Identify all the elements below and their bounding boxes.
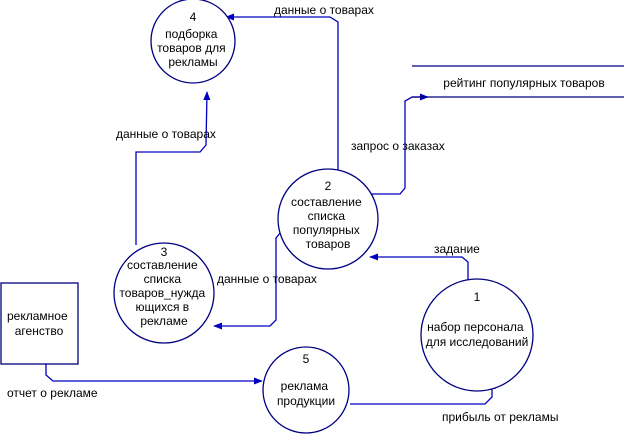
flow-label-2-to-store: запрос о заказах — [351, 139, 445, 153]
process-1-line: набор персонала — [427, 320, 524, 334]
process-3-line: товаров_нужда — [119, 286, 205, 300]
external-entity-line: агенство — [15, 324, 64, 338]
external-entity-box — [0, 282, 79, 365]
process-5-line: реклама — [281, 379, 329, 393]
process-3-circle — [113, 242, 215, 344]
process-2-label: составление списка популярных товаров — [291, 195, 365, 251]
process-2-circle — [277, 168, 379, 270]
external-entity-label: рекламное агенство — [7, 309, 71, 338]
data-store-label: рейтинг популярных товаров — [443, 76, 604, 90]
process-4-line: подборка — [165, 27, 218, 41]
process-2-line: товаров — [306, 237, 351, 251]
process-4-circle — [150, 0, 236, 84]
flow-2-to-4 — [225, 13, 339, 178]
flow-label-5-to-1: прибыль от рекламы — [442, 410, 558, 424]
process-3-label: составление списка товаров_нужда ющихся … — [119, 258, 208, 328]
process-4-line: товаров для — [157, 41, 226, 55]
process-3-line: составление — [127, 258, 198, 272]
flow-label-3-to-4: данные о товарах — [116, 127, 216, 141]
process-2-line: списка — [308, 209, 346, 223]
process-1-number: 1 — [474, 290, 481, 304]
flow-label-2-to-3: данные о товарах — [217, 272, 317, 286]
process-3-line: ющихся в — [136, 300, 190, 314]
process-2-line: популярных — [293, 223, 360, 237]
flow-label-1-to-2: задание — [434, 242, 480, 256]
process-3-line: списка — [144, 272, 182, 286]
flow-2-to-3 — [213, 231, 282, 330]
process-1-label: набор персонала для исследований — [426, 320, 529, 349]
process-1-line: для исследований — [426, 335, 529, 349]
flow-3-to-4 — [135, 91, 211, 245]
process-4-label: подборка товаров для рекламы — [157, 27, 229, 69]
process-5-line: продукции — [277, 394, 335, 408]
process-4-number: 4 — [190, 10, 197, 24]
process-4-line: рекламы — [168, 55, 217, 69]
flow-label-2-to-4: данные о товарах — [274, 3, 374, 17]
external-entity-line: рекламное — [7, 309, 68, 323]
process-5-number: 5 — [303, 352, 310, 366]
process-1-circle — [420, 278, 534, 392]
process-3-line: рекламе — [140, 314, 188, 328]
process-5-label: реклама продукции — [277, 379, 335, 408]
process-2-number: 2 — [325, 179, 332, 193]
process-2-line: составление — [291, 195, 362, 209]
flow-1-to-2 — [369, 253, 469, 288]
flow-label-ext-to-5: отчет о рекламе — [7, 386, 98, 400]
flow-ext-to-5 — [45, 364, 263, 385]
process-3-number: 3 — [161, 245, 168, 259]
process-5-circle — [262, 346, 350, 434]
